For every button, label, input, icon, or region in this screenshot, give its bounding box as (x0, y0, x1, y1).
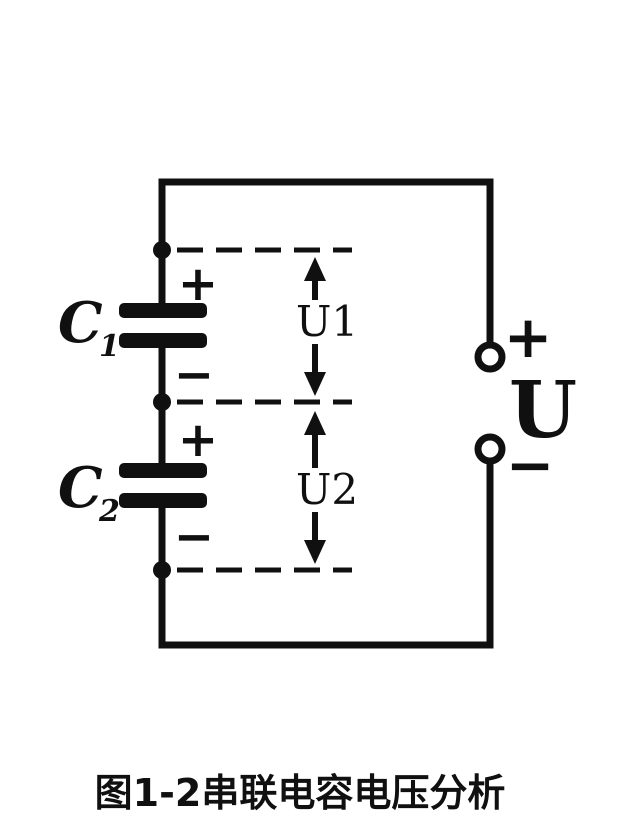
junction-nodes (153, 241, 171, 579)
c2-label-subscript: 2 (98, 494, 120, 529)
c2-label: C 2 (58, 455, 120, 529)
node-bottom (153, 561, 171, 579)
c1-label-letter: C (58, 290, 103, 356)
c2-polarity: + − (174, 412, 218, 565)
source-minus-sign: − (506, 431, 555, 499)
u1-arrowhead-down-icon (304, 372, 326, 396)
wires (158, 178, 494, 649)
source-plus-sign: + (504, 303, 553, 371)
c2-plate-top (119, 463, 207, 478)
c1-plate-bottom (119, 333, 207, 348)
c2-minus-sign: − (174, 509, 214, 565)
u1-voltage-arrow: U1 (296, 257, 358, 396)
figure-caption: 图1-2串联电容电压分析 (95, 771, 506, 815)
dashed-reference-lines (177, 247, 352, 573)
u2-voltage-arrow: U2 (296, 411, 358, 564)
source-voltage-label: U (509, 365, 577, 456)
node-middle (153, 393, 171, 411)
terminal-negative (474, 433, 506, 465)
c1-label-subscript: 1 (99, 329, 120, 364)
u1-arrowhead-up-icon (304, 257, 326, 281)
capacitor-plates (119, 303, 207, 508)
c1-plate-top (119, 303, 207, 318)
u2-label-bg (301, 468, 353, 512)
node-top (153, 241, 171, 259)
u1-label: U1 (296, 297, 358, 346)
u2-arrowhead-up-icon (304, 411, 326, 435)
c1-minus-sign: − (174, 347, 214, 403)
c2-label-letter: C (58, 455, 103, 521)
c1-plus-sign: + (178, 256, 218, 312)
u1-label-bg (301, 300, 353, 344)
terminal-positive (474, 341, 506, 373)
u2-arrowhead-down-icon (304, 540, 326, 564)
c1-polarity: + − (174, 256, 218, 403)
c2-plus-sign: + (178, 412, 218, 468)
source-labels: + U − (504, 303, 577, 499)
source-terminals (474, 341, 506, 465)
c2-plate-bottom (119, 493, 207, 508)
u2-label: U2 (296, 465, 358, 514)
c1-label: C 1 (58, 290, 120, 364)
